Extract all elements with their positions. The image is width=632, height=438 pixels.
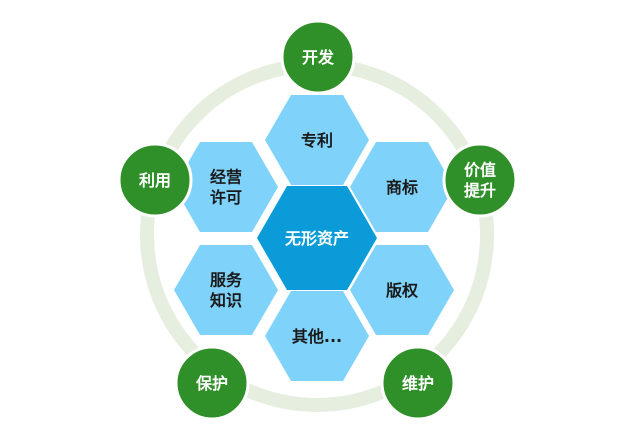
hexagon-label: 其他... xyxy=(292,327,342,346)
process-circle-label: 开发 xyxy=(302,48,335,67)
hexagon-label: 专利 xyxy=(301,131,333,150)
hexagon-label: 版权 xyxy=(385,281,419,300)
hexagon-label: 服务知识 xyxy=(210,270,243,310)
hexagon-node: 服务知识 xyxy=(174,245,278,335)
hexagon-label: 经营许可 xyxy=(210,167,242,207)
process-circle-label: 保护 xyxy=(195,374,228,393)
hexagon-node: 其他... xyxy=(265,291,369,381)
hexagon-shape xyxy=(174,142,278,232)
process-circle-shape xyxy=(117,142,193,218)
process-circle: 维护 xyxy=(380,345,456,421)
process-circle-shape xyxy=(442,142,518,218)
hexagon-shape xyxy=(265,291,369,381)
process-circle-label: 维护 xyxy=(402,374,434,393)
process-circle: 保护 xyxy=(174,345,250,421)
process-circle-shape xyxy=(174,345,250,421)
process-circle-shape xyxy=(280,19,356,95)
hexagon-shape xyxy=(350,142,454,232)
process-circle-label: 利用 xyxy=(139,171,171,190)
hexagon-node: 版权 xyxy=(350,245,454,335)
center-hexagon: 无形资产 xyxy=(257,186,377,290)
center-hexagon-shape xyxy=(257,186,377,290)
process-circle-label: 价值提升 xyxy=(464,160,496,200)
hexagon-node: 经营许可 xyxy=(174,142,278,232)
process-circle: 价值提升 xyxy=(442,142,518,218)
center-label: 无形资产 xyxy=(284,229,349,248)
process-circle-shape xyxy=(380,345,456,421)
hexagon-shape xyxy=(350,245,454,335)
hexagon-node: 商标 xyxy=(350,142,454,232)
hexagon-shape xyxy=(174,245,278,335)
hexagon-label: 商标 xyxy=(386,178,418,197)
process-circle: 开发 xyxy=(280,19,356,95)
hexagon-node: 专利 xyxy=(265,95,369,185)
hexagon-shape xyxy=(265,95,369,185)
process-circle: 利用 xyxy=(117,142,193,218)
